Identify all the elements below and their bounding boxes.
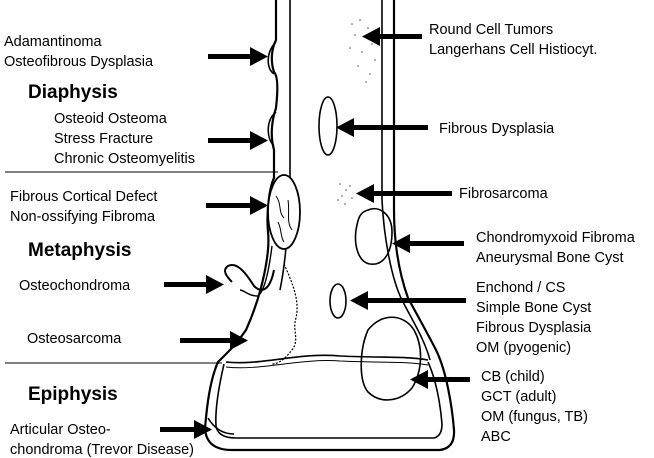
arrow-cmf [392, 234, 464, 253]
label-line: Non-ossifying Fibroma [10, 209, 156, 225]
label-line: Stress Fracture [54, 131, 154, 147]
label-osteosarcoma: Osteosarcoma [27, 329, 121, 349]
label-cb: CB (child) GCT (adult) OM (fungus, TB) A… [481, 367, 588, 447]
label-fibrosarcoma: Fibrosarcoma [459, 184, 548, 204]
osteosarcoma-lesion [271, 263, 298, 365]
label-line: CB (child) [481, 369, 545, 385]
label-line: Fibrous Dysplasia [476, 320, 592, 336]
label-line: Fibrous Dysplasia [439, 121, 555, 137]
arrow-osteoid [208, 131, 268, 150]
inner-cortex-right [381, 0, 431, 361]
label-line: Enchond / CS [476, 280, 566, 296]
epiphyseal-lesion [360, 316, 422, 401]
diaphysis-heading: Diaphysis [28, 82, 118, 103]
label-line: chondroma (Trevor Disease) [10, 442, 194, 458]
label-line: Fibrous Cortical Defect [10, 189, 158, 205]
label-line: Osteosarcoma [27, 331, 122, 347]
label-line: Chondromyxoid Fibroma [476, 230, 635, 246]
label-line: Osteochondroma [19, 278, 131, 294]
enchondroma-lesion [329, 283, 347, 319]
label-line: OM (fungus, TB) [481, 409, 588, 425]
bone-outline [203, 0, 456, 452]
label-line: Simple Bone Cyst [476, 300, 592, 316]
chondromyxoid-fibroma-lesion [354, 208, 393, 265]
label-line: Osteofibrous Dysplasia [4, 54, 154, 70]
label-fibrous-dysplasia: Fibrous Dysplasia [439, 119, 554, 139]
label-line: Fibrosarcoma [459, 186, 548, 202]
round-cell-speckle [349, 19, 379, 83]
fibrosarcoma-speckle [337, 183, 353, 205]
arrow-fibrous-dysplasia [336, 118, 428, 137]
label-articular: Articular Osteo- chondroma (Trevor Disea… [10, 420, 194, 458]
label-osteochondroma: Osteochondroma [19, 276, 130, 296]
arrow-fibrosarcoma [356, 184, 452, 203]
arrow-osteochondroma [164, 275, 224, 294]
arrow-enchond [350, 291, 466, 310]
arrow-cb [410, 370, 470, 389]
label-cmf: Chondromyxoid Fibroma Aneurysmal Bone Cy… [476, 228, 635, 268]
arrow-fcd [206, 196, 268, 215]
label-line: ABC [481, 429, 511, 445]
fibrous-dysplasia-lesion [318, 96, 338, 156]
arrow-osteosarcoma [180, 331, 248, 350]
osteoid-osteoma-lesion [267, 111, 277, 147]
epiphysis-heading: Epiphysis [28, 384, 118, 405]
label-osteoid: Osteoid Osteoma Stress Fracture Chronic … [54, 109, 195, 169]
label-line: Adamantinoma [4, 34, 102, 50]
label-line: OM (pyogenic) [476, 340, 572, 356]
label-line: Langerhans Cell Histiocyt. [429, 42, 598, 58]
adamantinoma-lesion [267, 41, 277, 75]
arrow-round-cell [362, 27, 422, 46]
label-round-cell: Round Cell Tumors Langerhans Cell Histio… [429, 20, 597, 60]
label-line: Round Cell Tumors [429, 22, 554, 38]
label-line: Aneurysmal Bone Cyst [476, 250, 624, 266]
label-line: Articular Osteo- [10, 422, 111, 438]
label-line: GCT (adult) [481, 389, 557, 405]
label-line: Osteoid Osteoma [54, 111, 167, 127]
arrows [160, 27, 470, 439]
label-line: Chronic Osteomyelitis [54, 151, 196, 167]
label-enchond: Enchond / CS Simple Bone Cyst Fibrous Dy… [476, 278, 591, 358]
epiphysis-inner [215, 361, 443, 439]
fibrous-cortical-defect-lesion [267, 174, 301, 250]
label-fcd: Fibrous Cortical Defect Non-ossifying Fi… [10, 187, 157, 227]
arrow-adamantinoma [208, 47, 268, 66]
osteochondroma-lesion [224, 264, 275, 291]
label-adamantinoma: Adamantinoma Osteofibrous Dysplasia [4, 32, 153, 72]
arrow-articular [160, 420, 212, 439]
articular-lesion [207, 417, 235, 435]
growth-plate [225, 354, 429, 364]
metaphysis-heading: Metaphysis [28, 240, 132, 261]
